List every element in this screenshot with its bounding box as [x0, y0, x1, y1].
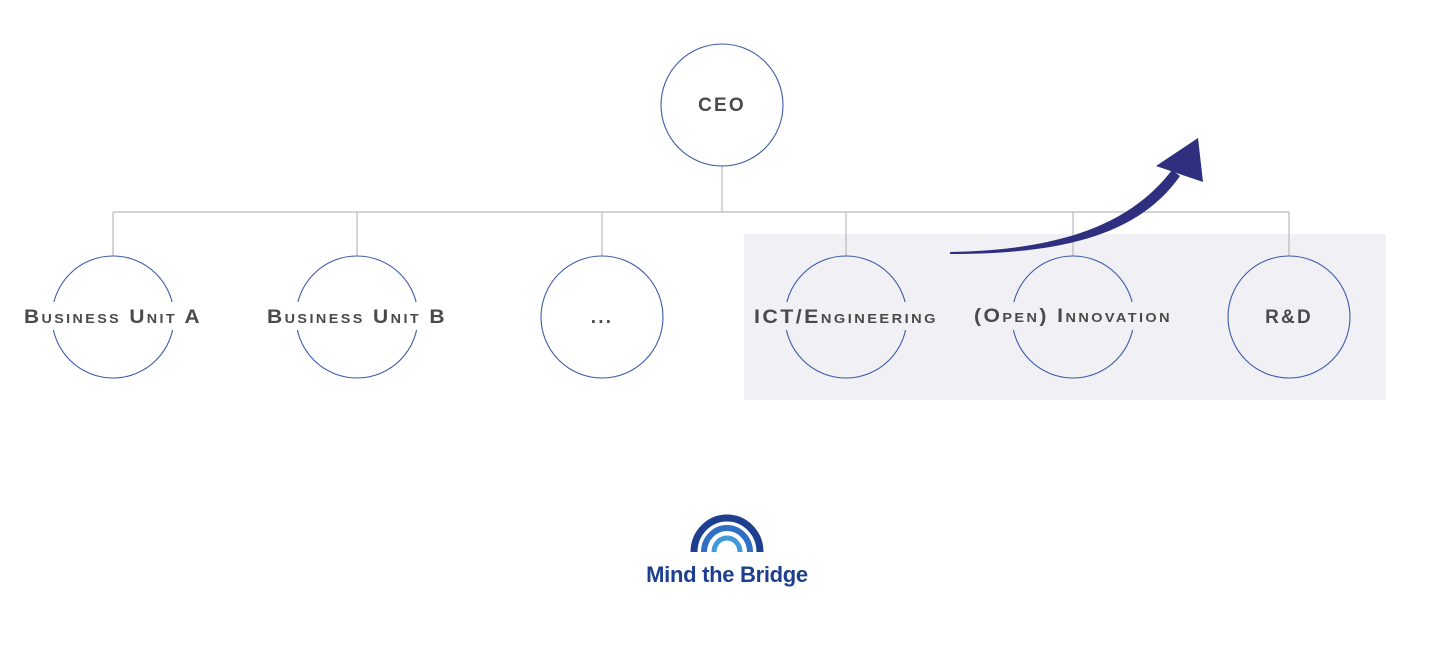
logo-arch-outer	[690, 514, 764, 553]
ceo-label: CEO	[698, 95, 746, 116]
knockout-open-innovation	[970, 302, 1175, 330]
connector-lines	[112, 166, 1290, 256]
knockout-ellipsis	[584, 302, 620, 330]
logo-arch-inner	[711, 535, 743, 553]
ceo-circle	[660, 43, 784, 167]
label-knockouts	[20, 302, 620, 330]
ellipsis-label: ...	[591, 307, 613, 328]
label-knockouts-highlight	[751, 302, 1319, 330]
unit-a-label: Business Unit A	[24, 307, 202, 328]
arrow-head	[1156, 138, 1203, 182]
knockout-unit-a	[20, 302, 206, 330]
ellipsis-circle	[540, 255, 664, 379]
knockout-ceo	[692, 92, 752, 118]
rd-circle	[1227, 255, 1351, 379]
knockout-ict	[751, 302, 941, 330]
logo-arch-middle	[701, 525, 753, 553]
logo-mark	[690, 514, 764, 553]
ict-label: ICT/Engineering	[754, 307, 938, 328]
knockout-unit-b	[264, 302, 450, 330]
unit-b-label: Business Unit B	[267, 307, 447, 328]
arrow-body	[950, 170, 1180, 254]
logo-wordmark: Mind the Bridge	[646, 562, 808, 587]
knockout-rd	[1259, 302, 1319, 330]
rd-label: R&D	[1265, 307, 1313, 328]
open-innovation-label: (Open) Innovation	[974, 306, 1172, 327]
growth-arrow	[950, 138, 1203, 254]
